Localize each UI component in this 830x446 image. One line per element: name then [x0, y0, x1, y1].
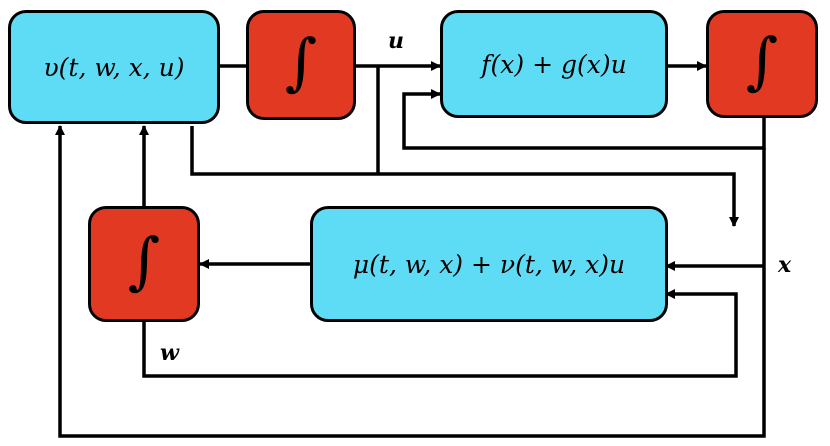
signal-label-w: w — [160, 340, 179, 366]
dynamics-expression: μ(t, w, x) + ν(t, w, x)u — [352, 249, 626, 279]
plant-block: f(x) + g(x)u — [440, 10, 668, 118]
dynamics-block: μ(t, w, x) + ν(t, w, x)u — [310, 206, 668, 322]
wire-x-feedback — [402, 89, 766, 150]
controller-block: υ(t, w, x, u) — [8, 10, 220, 124]
integral-symbol: ∫ — [127, 224, 161, 297]
signal-label-x: x — [778, 252, 792, 278]
controller-expression: υ(t, w, x, u) — [43, 52, 185, 82]
integral-symbol: ∫ — [745, 24, 779, 97]
wire-x-main — [55, 125, 766, 438]
integrator-w-block: ∫ — [88, 206, 200, 322]
wire-u-bus — [190, 126, 739, 227]
wire-w-feedback — [142, 289, 738, 378]
integrator-u-block: ∫ — [246, 10, 356, 120]
integral-symbol: ∫ — [284, 25, 318, 98]
signal-label-u: u — [388, 28, 404, 54]
integrator-x-block: ∫ — [706, 10, 818, 118]
plant-expression: f(x) + g(x)u — [481, 49, 627, 79]
